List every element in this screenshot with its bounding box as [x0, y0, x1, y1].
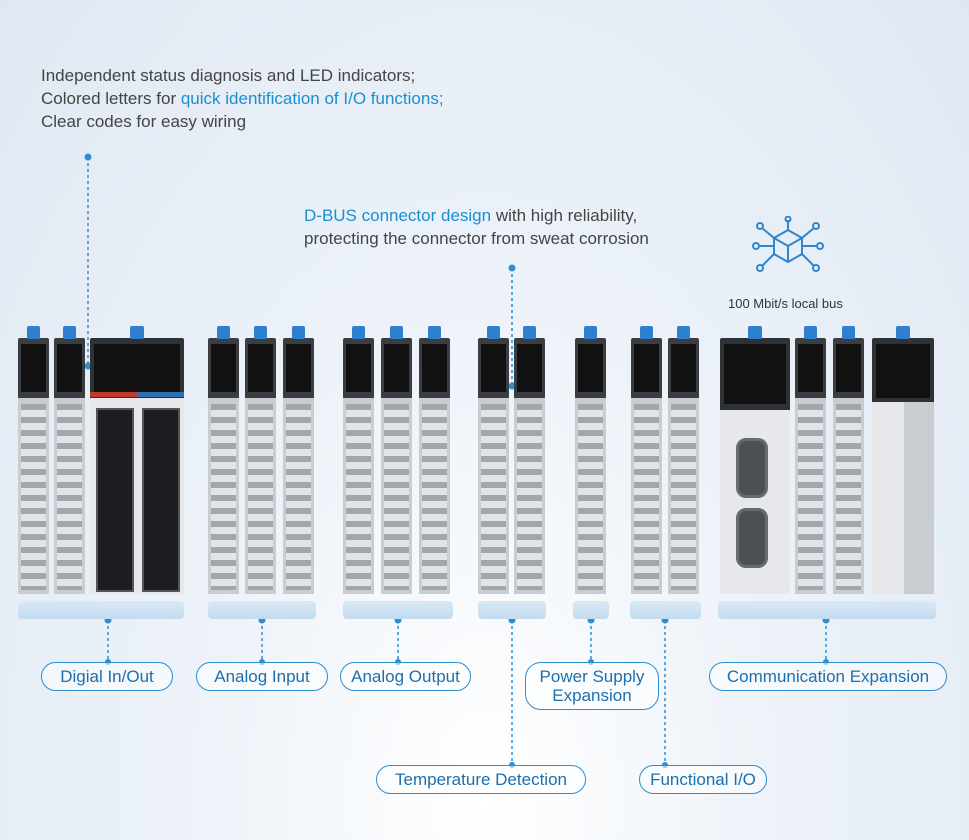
- dbus-callout-line2: protecting the connector from sweat corr…: [304, 229, 649, 248]
- io-module: [631, 326, 662, 594]
- bus-speed-label: 100 Mbit/s local bus: [728, 296, 843, 311]
- category-digital-io: Digial In/Out: [41, 662, 173, 691]
- category-analog-input: Analog Input: [196, 662, 328, 691]
- io-module: [514, 326, 545, 594]
- io-module: [18, 326, 49, 594]
- digital-ribbon-module: [90, 326, 184, 594]
- status-callout-highlight: quick identification of I/O functions;: [180, 89, 444, 108]
- comm-serial-module: [720, 326, 790, 594]
- io-module: [833, 326, 864, 594]
- status-callout-line1: Independent status diagnosis and LED ind…: [41, 66, 416, 85]
- io-module: [795, 326, 826, 594]
- io-module: [283, 326, 314, 594]
- io-module: [245, 326, 276, 594]
- comm-bus-module: [872, 326, 934, 594]
- group-base-power: [573, 601, 609, 619]
- dbus-callout-line1-suffix: with high reliability,: [491, 206, 638, 225]
- dbus-callout-line1: D-BUS connector design with high reliabi…: [304, 204, 637, 227]
- io-module: [668, 326, 699, 594]
- dbus-callout-highlight: D-BUS connector design: [304, 206, 492, 225]
- category-communication: Communication Expansion: [709, 662, 947, 691]
- io-module: [54, 326, 85, 594]
- group-base-analog-output: [343, 601, 453, 619]
- status-callout-line2-prefix: Colored letters for: [41, 89, 181, 108]
- group-base-digital: [18, 601, 184, 619]
- group-base-temperature: [478, 601, 546, 619]
- io-module: [343, 326, 374, 594]
- category-temperature: Temperature Detection: [376, 765, 586, 794]
- status-callout-line2: Colored letters for quick identification…: [41, 87, 444, 110]
- category-power-line1: Power Supply: [539, 667, 645, 686]
- io-module: [208, 326, 239, 594]
- io-module: [575, 326, 606, 594]
- io-module: [381, 326, 412, 594]
- status-callout-line3: Clear codes for easy wiring: [41, 112, 247, 131]
- category-analog-output: Analog Output: [340, 662, 471, 691]
- category-functional-io: Functional I/O: [639, 765, 767, 794]
- io-module: [478, 326, 509, 594]
- group-base-communication: [718, 601, 936, 619]
- category-power-supply: Power Supply Expansion: [525, 662, 659, 710]
- category-power-line2: Expansion: [552, 686, 632, 705]
- io-module: [419, 326, 450, 594]
- group-base-functional: [630, 601, 701, 619]
- network-cube-icon: [752, 216, 824, 272]
- group-base-analog-input: [208, 601, 316, 619]
